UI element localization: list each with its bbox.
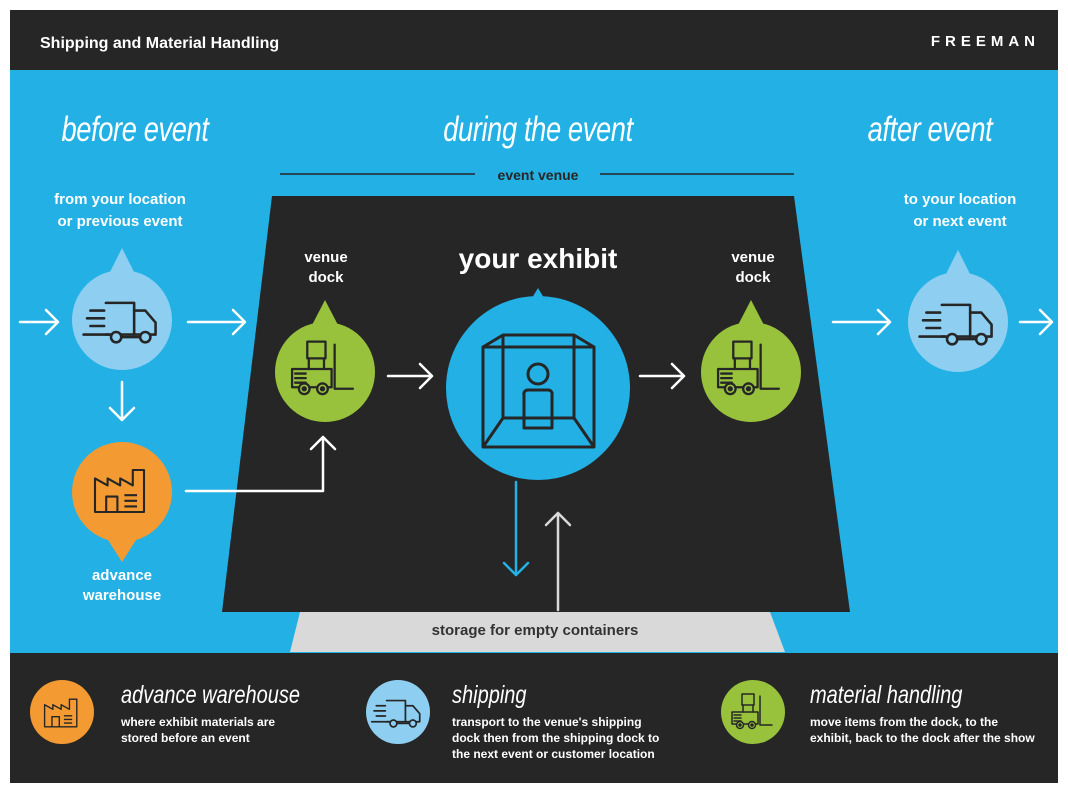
storage-label: storage for empty containers (431, 622, 639, 639)
legend-title: material handling (810, 681, 963, 709)
legend-material-handling-icon (721, 680, 785, 744)
up-arrow (544, 511, 572, 612)
phase-after: after event (867, 110, 993, 149)
legend-title: advance warehouse (121, 681, 301, 709)
storage-area (290, 612, 785, 652)
legend-title: shipping (452, 681, 527, 709)
phase-during: during the event (443, 110, 633, 149)
shipping-truck-icon (908, 250, 1008, 372)
phase-before: before event (61, 110, 209, 149)
shipping-truck-icon (72, 248, 172, 370)
header-title: Shipping and Material Handling (40, 35, 280, 52)
legend-shipping-icon (366, 680, 430, 744)
forklift-icon (275, 300, 375, 422)
legend-warehouse-icon (30, 680, 94, 744)
exhibit-booth-icon (446, 288, 630, 480)
forklift-icon (701, 300, 801, 422)
down-arrow (502, 480, 530, 577)
exhibit-label: your exhibit (458, 243, 618, 274)
brand-logo: FREEMAN (930, 33, 1040, 50)
warehouse-factory-icon (72, 442, 172, 562)
event-venue-label: event venue (497, 167, 579, 183)
